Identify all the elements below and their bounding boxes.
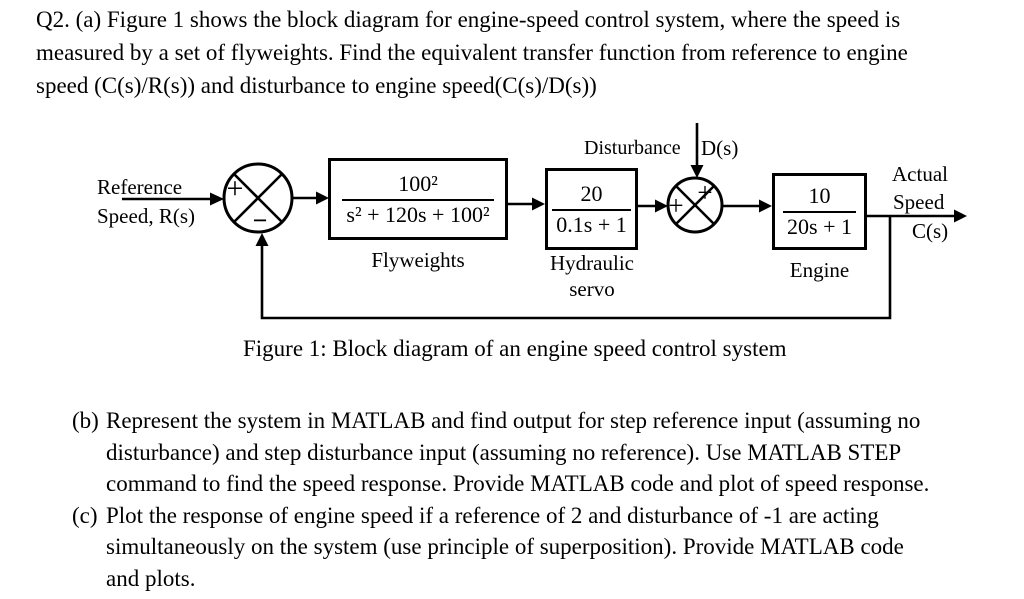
- hydraulic-servo-block: 20 0.1s + 1: [545, 168, 638, 250]
- engine-label: Engine: [789, 258, 850, 282]
- task-c-line: simultaneously on the system (use princi…: [106, 534, 904, 559]
- hydraulic-label-line2: servo: [569, 277, 615, 301]
- sum1-minus-sign: −: [252, 206, 268, 235]
- engine-block: 10 20s + 1: [772, 173, 867, 250]
- hydraulic-denominator: 0.1s + 1: [556, 211, 627, 237]
- hydraulic-transfer-function: 20 0.1s + 1: [552, 181, 631, 237]
- output-signal-label: C(s): [912, 219, 949, 243]
- task-c-line: and plots.: [106, 565, 196, 591]
- hydraulic-label-line1: Hydraulic: [550, 251, 634, 275]
- task-c-marker: (c): [72, 502, 98, 528]
- disturbance-signal-label: D(s): [701, 136, 739, 160]
- flyweights-block: 100² s² + 120s + 100²: [328, 158, 508, 240]
- engine-denominator: 20s + 1: [787, 214, 852, 239]
- engine-transfer-function: 10 20s + 1: [783, 183, 856, 239]
- problem-line: speed (C(s)/R(s)) and disturbance to eng…: [36, 73, 597, 98]
- task-b-line: command to find the speed response. Prov…: [106, 471, 930, 496]
- sum2-left-plus-sign: +: [668, 190, 684, 221]
- problem-statement: Q2. (a) Figure 1 shows the block diagram…: [36, 3, 908, 102]
- reference-speed-label-line1: Reference: [97, 175, 183, 199]
- flyweights-label: Flyweights: [371, 248, 465, 272]
- arrowhead: [532, 197, 545, 211]
- task-b: (b) Represent the system in MATLAB and f…: [72, 405, 929, 500]
- sum2-top-plus-sign: +: [697, 177, 713, 208]
- figure-caption: Figure 1: Block diagram of an engine spe…: [243, 336, 787, 361]
- task-c: (c) Plot the response of engine speed if…: [72, 500, 929, 595]
- problem-line: measured by a set of flyweights. Find th…: [36, 40, 908, 65]
- flyweights-transfer-function: 100² s² + 120s + 100²: [342, 171, 494, 227]
- flyweights-denominator: s² + 120s + 100²: [346, 201, 490, 227]
- task-c-line: Plot the response of engine speed if a r…: [106, 502, 879, 528]
- engine-numerator: 10: [783, 183, 856, 213]
- arrowhead: [690, 165, 704, 178]
- arrowhead: [954, 209, 967, 223]
- reference-speed-label-line2: Speed, R(s): [97, 204, 195, 228]
- problem-line: Q2. (a) Figure 1 shows the block diagram…: [36, 7, 901, 32]
- task-b-text: Represent the system in MATLAB and find …: [106, 405, 929, 500]
- sum1-plus-sign: +: [226, 172, 244, 205]
- task-b-line: Represent the system in MATLAB and find …: [106, 408, 921, 433]
- task-c-text: Plot the response of engine speed if a r…: [106, 500, 904, 595]
- actual-speed-label-line2: Speed: [893, 190, 945, 214]
- flyweights-numerator: 100²: [342, 171, 494, 201]
- arrowhead: [655, 199, 668, 213]
- actual-speed-label-line1: Actual: [892, 162, 948, 186]
- hydraulic-numerator: 20: [552, 181, 631, 211]
- task-b-marker: (b): [72, 408, 99, 433]
- disturbance-label: Disturbance: [584, 137, 681, 159]
- task-list: (b) Represent the system in MATLAB and f…: [72, 405, 929, 594]
- arrowhead: [759, 199, 772, 213]
- arrowhead: [210, 192, 224, 206]
- task-b-line: disturbance) and step disturbance input …: [106, 439, 902, 465]
